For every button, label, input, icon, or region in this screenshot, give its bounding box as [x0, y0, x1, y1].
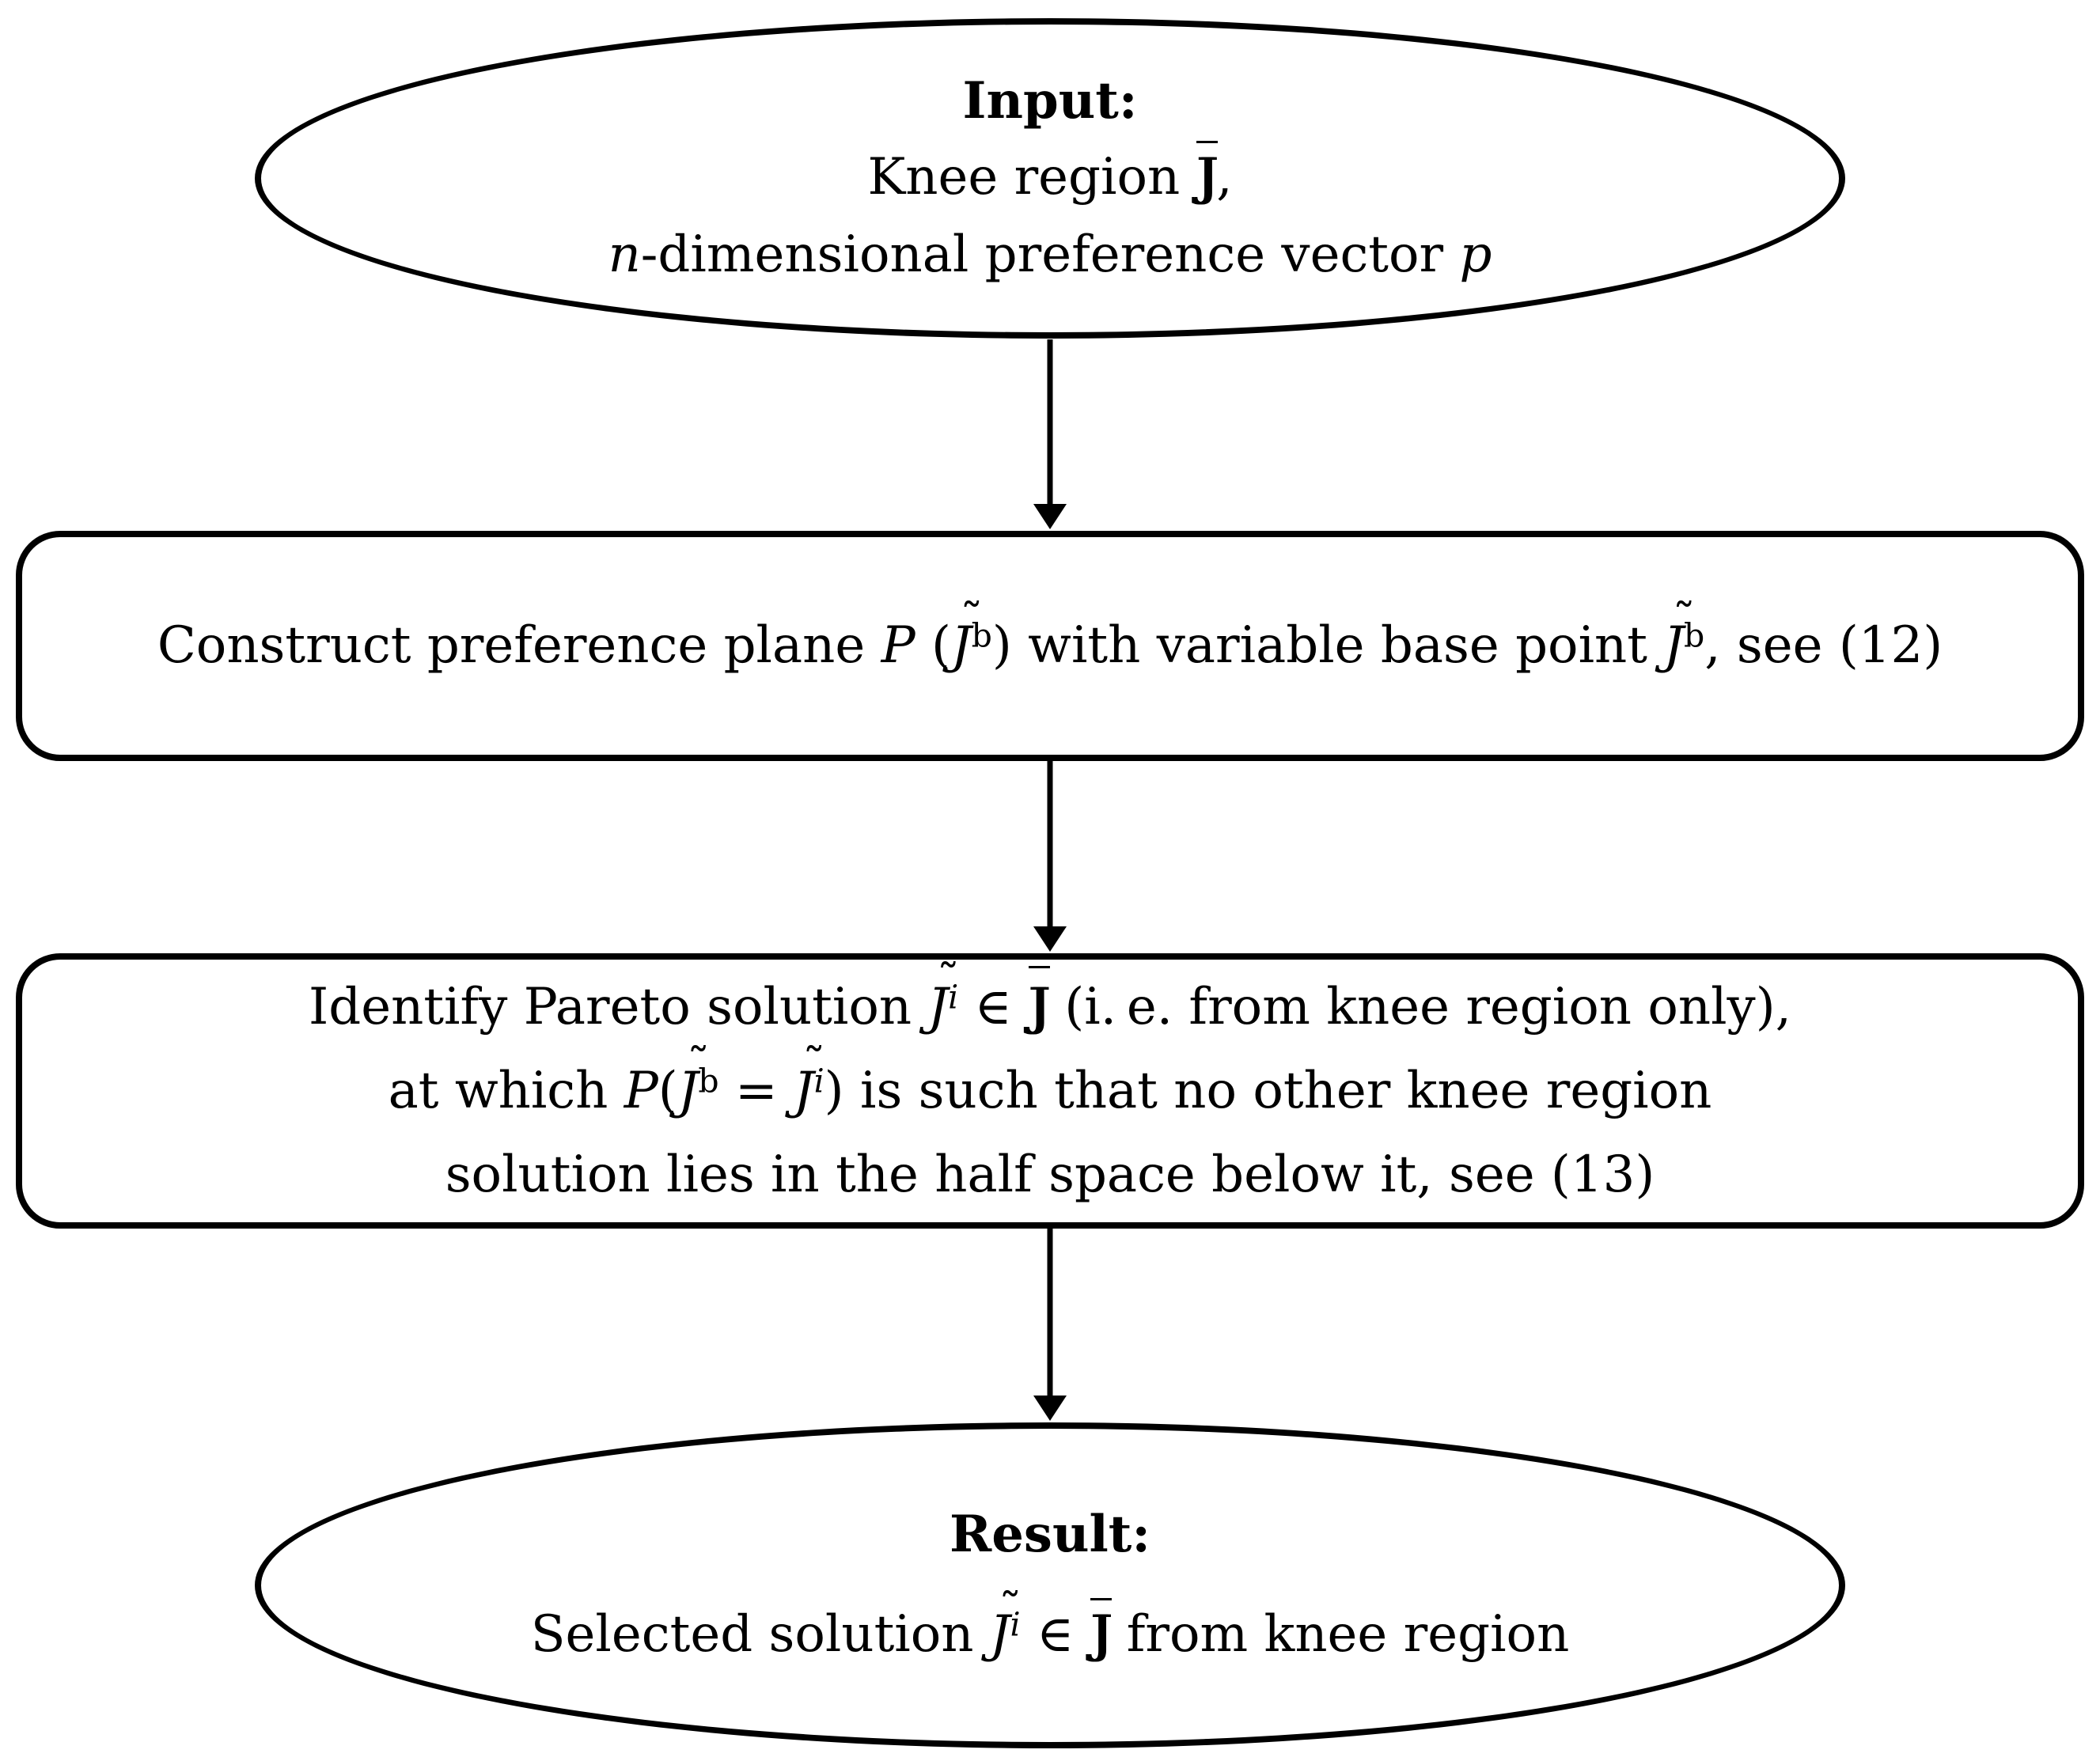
node-input-line-2: n-dimensional preference vector p	[608, 225, 1492, 284]
node-input: Input: Knee region J, n-dimensional pref…	[255, 18, 1845, 339]
arrow-input-to-construct	[1033, 339, 1067, 529]
node-identify-line-2: at which P(Jb = Ji) is such that no othe…	[389, 1028, 1712, 1133]
node-result-line-1: Selected solution Ji ∈ J from knee regio…	[531, 1576, 1570, 1674]
arrow-identify-to-result	[1033, 1229, 1067, 1421]
node-construct-preference-plane: Construct preference plane P (Jb) with v…	[16, 531, 2084, 761]
arrow-construct-to-identify	[1033, 761, 1067, 952]
node-result: Result: Selected solution Ji ∈ J from kn…	[255, 1422, 1845, 1748]
node-identify-line-1: Identify Pareto solution Ji ∈ J (i. e. f…	[309, 944, 1791, 1049]
node-result-title: Result:	[950, 1505, 1150, 1565]
node-identify-line-3: solution lies in the half space below it…	[445, 1146, 1655, 1205]
node-input-title: Input:	[962, 71, 1138, 131]
node-identify-pareto-solution: Identify Pareto solution Ji ∈ J (i. e. f…	[16, 944, 2084, 1229]
node-input-line-1: Knee region J,	[867, 139, 1232, 217]
node-construct-line-1: Construct preference plane P (Jb) with v…	[157, 583, 1943, 687]
